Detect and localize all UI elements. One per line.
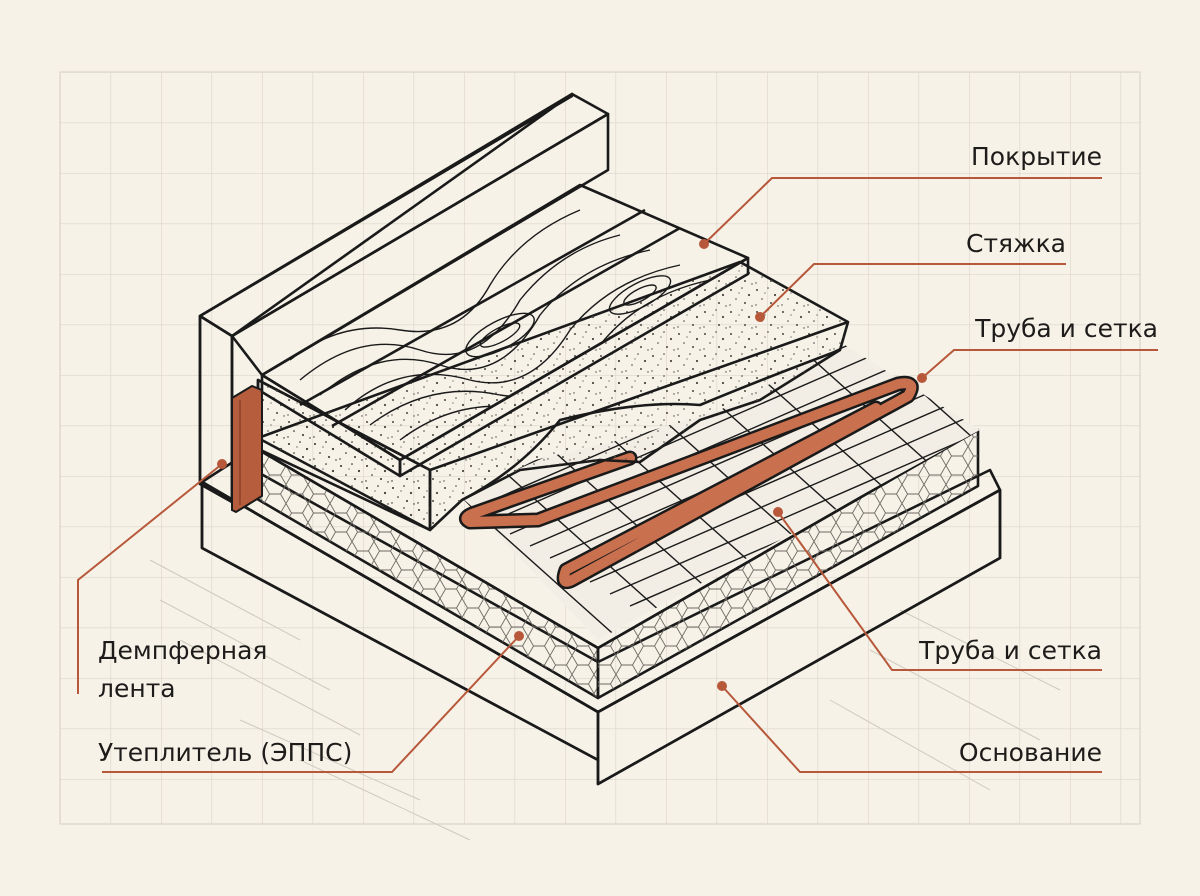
label-damper-tape: Демпферная лента bbox=[98, 636, 268, 703]
ground-hatch bbox=[149, 559, 1061, 841]
wood-covering bbox=[260, 183, 750, 478]
callout-pipe-mesh-lower bbox=[773, 507, 1102, 671]
label-covering: Покрытие bbox=[971, 142, 1102, 171]
callout-base bbox=[717, 681, 1102, 773]
label-pipe-mesh-lower: Труба и сетка bbox=[919, 636, 1102, 665]
callout-covering bbox=[699, 177, 1102, 249]
label-pipe-mesh-upper: Труба и сетка bbox=[975, 314, 1158, 343]
wall bbox=[198, 92, 610, 504]
label-base: Основание bbox=[958, 738, 1102, 767]
callout-pipe-mesh-upper bbox=[917, 349, 1158, 383]
label-insulation: Утеплитель (ЭППС) bbox=[98, 738, 353, 767]
callout-insulation bbox=[102, 631, 524, 773]
callout-screed bbox=[755, 263, 1066, 322]
damper-tape bbox=[231, 384, 263, 514]
heating-pipe bbox=[459, 375, 919, 590]
label-screed: Стяжка bbox=[966, 229, 1066, 258]
callout-damper-tape bbox=[77, 459, 227, 694]
